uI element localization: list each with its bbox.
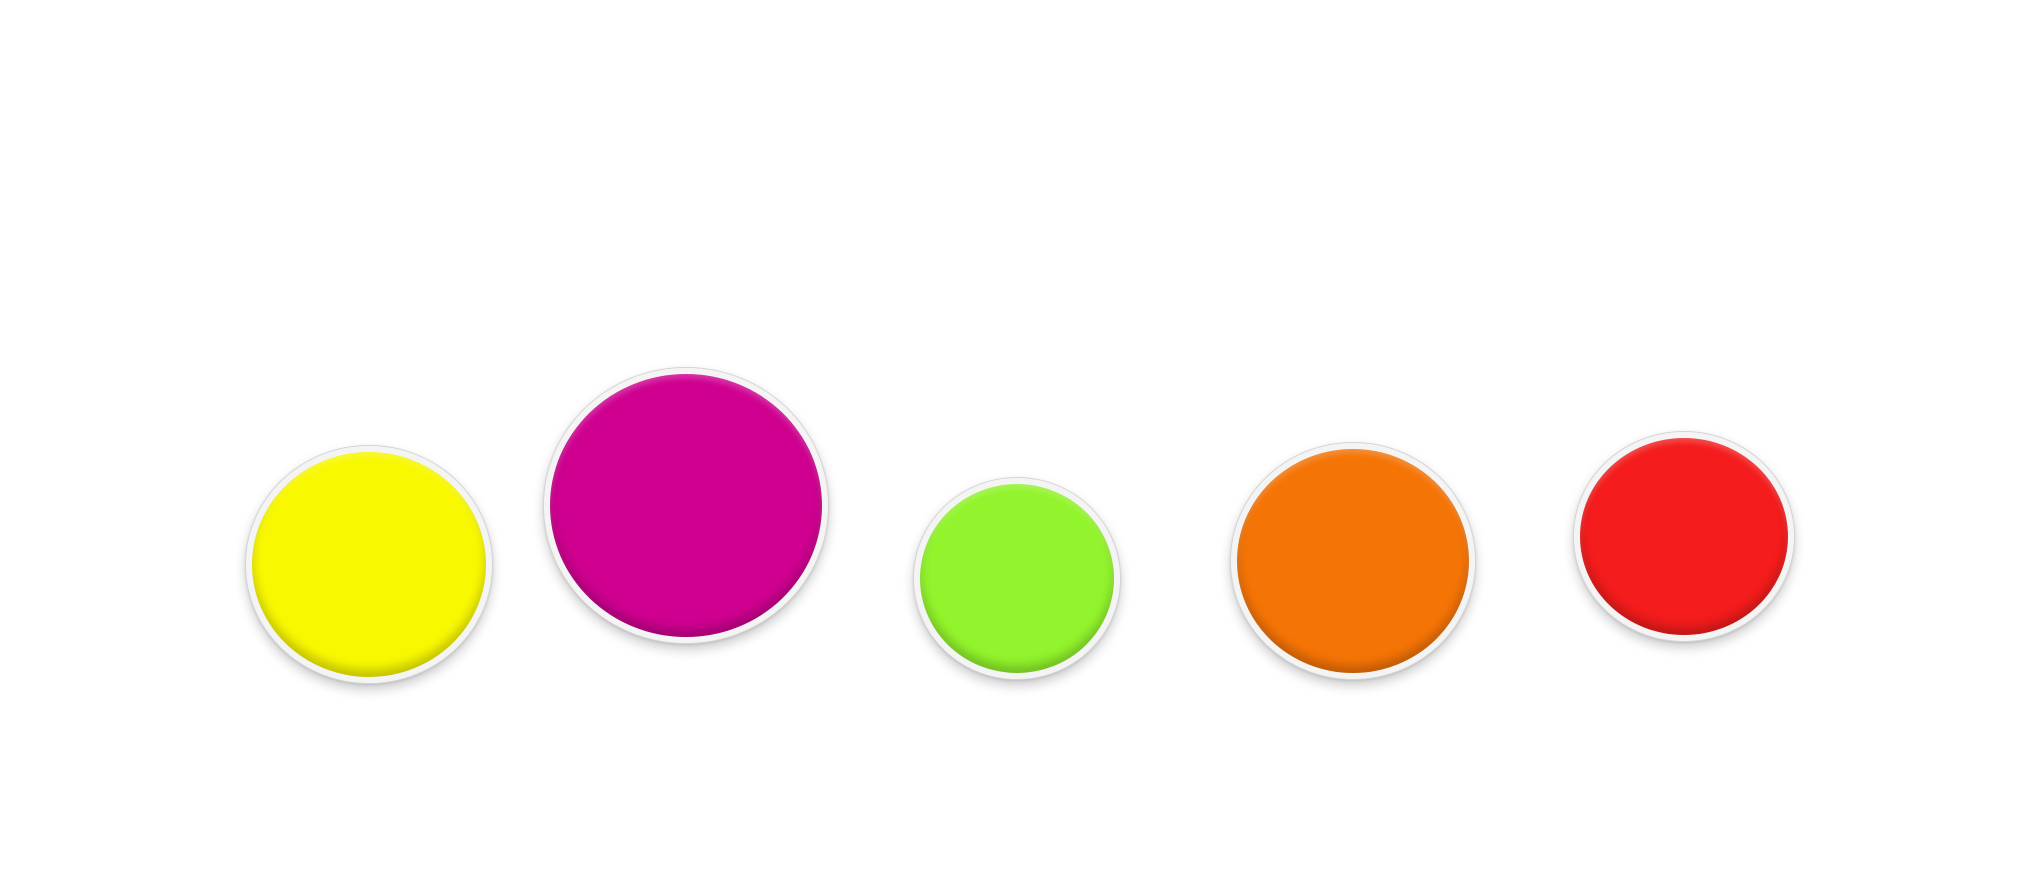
green-circle-fill — [920, 484, 1114, 673]
red-circle — [1574, 432, 1794, 641]
orange-circle — [1231, 443, 1475, 679]
orange-circle-fill — [1237, 449, 1469, 673]
magenta-circle — [544, 368, 828, 643]
yellow-circle-fill — [252, 452, 486, 677]
magenta-circle-fill — [550, 374, 822, 637]
red-circle-fill — [1580, 438, 1788, 635]
yellow-circle — [246, 446, 492, 683]
green-circle — [914, 478, 1120, 679]
